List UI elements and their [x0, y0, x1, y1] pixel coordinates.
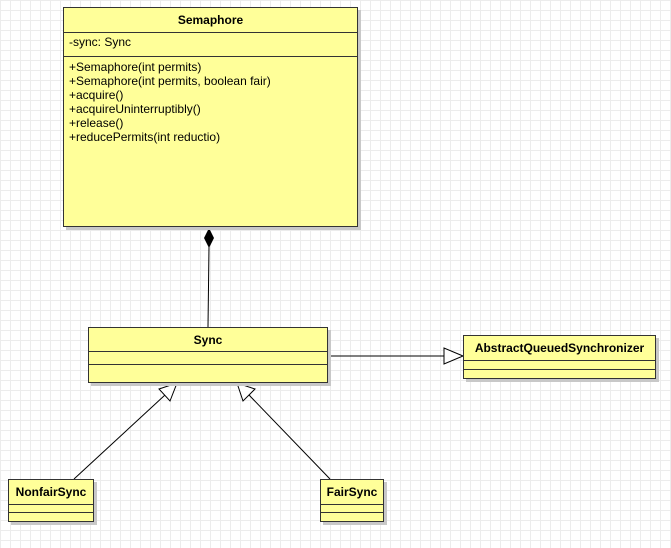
generalization-arrowhead-nonfair [158, 382, 178, 402]
class-sync-operations [89, 365, 327, 382]
class-semaphore-operation: +reducePermits(int reductio) [69, 130, 221, 144]
generalization-line-nonfair-sync [73, 394, 166, 480]
class-nonfairsync[interactable]: NonfairSync [8, 479, 94, 522]
class-sync-attributes [89, 352, 327, 365]
class-semaphore-operation: +release() [69, 116, 124, 130]
class-fairsync-operations [321, 513, 383, 521]
class-aqs-operations [464, 370, 655, 378]
class-aqs[interactable]: AbstractQueuedSynchronizer [463, 335, 656, 379]
class-semaphore-attribute: -sync: Sync [69, 35, 132, 49]
class-fairsync[interactable]: FairSync [320, 479, 384, 522]
composition-diamond [204, 228, 214, 248]
class-nonfairsync-operations [9, 513, 93, 521]
class-semaphore-operation: +Semaphore(int permits) [69, 60, 202, 74]
class-semaphore-attributes: -sync: Sync [64, 33, 357, 57]
class-aqs-attributes [464, 361, 655, 370]
class-fairsync-name: FairSync [321, 480, 383, 505]
class-semaphore-name: Semaphore [64, 8, 357, 33]
class-nonfairsync-attributes [9, 505, 93, 513]
generalization-arrowhead-fair [236, 382, 256, 402]
composition-line [207, 245, 210, 328]
class-semaphore-operation: +acquire() [69, 88, 124, 102]
class-nonfairsync-name: NonfairSync [9, 480, 93, 505]
class-sync-name: Sync [89, 328, 327, 352]
class-semaphore[interactable]: Semaphore -sync: Sync +Semaphore(int per… [63, 7, 358, 227]
class-aqs-name: AbstractQueuedSynchronizer [464, 336, 655, 361]
class-sync[interactable]: Sync [88, 327, 328, 383]
class-fairsync-attributes [321, 505, 383, 513]
generalization-line-fair-sync [248, 394, 331, 480]
class-semaphore-operations: +Semaphore(int permits) +Semaphore(int p… [64, 57, 357, 146]
class-semaphore-operation: +Semaphore(int permits, boolean fair) [69, 74, 271, 88]
class-semaphore-operation: +acquireUninterruptibly() [69, 102, 201, 116]
generalization-arrowhead-aqs [443, 347, 465, 365]
